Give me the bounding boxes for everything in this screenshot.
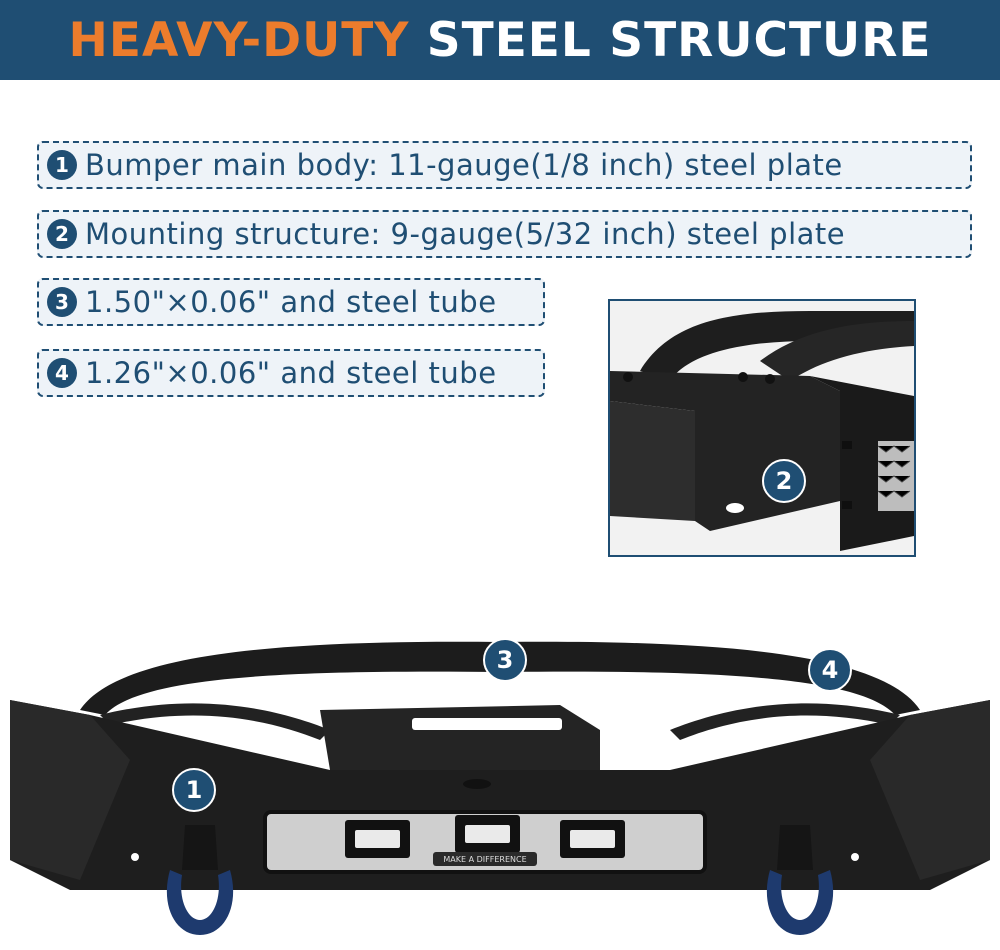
mounting-structure-closeup: 2	[608, 299, 916, 557]
closeup-image	[610, 301, 914, 555]
banner-title-main: STEEL STRUCTURE	[426, 12, 932, 68]
spec-text: Bumper main body: 11-gauge(1/8 inch) ste…	[85, 148, 843, 182]
spec-number-badge: 4	[47, 358, 77, 388]
callout-badge: 2	[762, 459, 806, 503]
spec-text: 1.26"×0.06" and steel tube	[85, 356, 497, 390]
spec-item-1: 1 Bumper main body: 11-gauge(1/8 inch) s…	[37, 141, 972, 189]
title-banner: HEAVY-DUTY STEEL STRUCTURE	[0, 0, 1000, 80]
spec-item-2: 2 Mounting structure: 9-gauge(5/32 inch)…	[37, 210, 972, 258]
callout-badge: 4	[808, 648, 852, 692]
spec-number-badge: 1	[47, 150, 77, 180]
bumper-product-image: MAKE A DIFFERENCE 1 3 4	[0, 620, 1000, 946]
callout-badge: 3	[483, 638, 527, 682]
spec-number-badge: 3	[47, 287, 77, 317]
spec-text: Mounting structure: 9-gauge(5/32 inch) s…	[85, 217, 846, 251]
spec-item-3: 3 1.50"×0.06" and steel tube	[37, 278, 545, 326]
banner-title: HEAVY-DUTY STEEL STRUCTURE	[69, 13, 932, 68]
callout-badge: 1	[172, 768, 216, 812]
bumper-illustration: MAKE A DIFFERENCE	[10, 641, 990, 935]
spec-text: 1.50"×0.06" and steel tube	[85, 285, 497, 319]
spec-number-badge: 2	[47, 219, 77, 249]
spec-item-4: 4 1.26"×0.06" and steel tube	[37, 349, 545, 397]
emblem-label: MAKE A DIFFERENCE	[443, 855, 526, 864]
banner-title-accent: HEAVY-DUTY	[68, 12, 410, 68]
